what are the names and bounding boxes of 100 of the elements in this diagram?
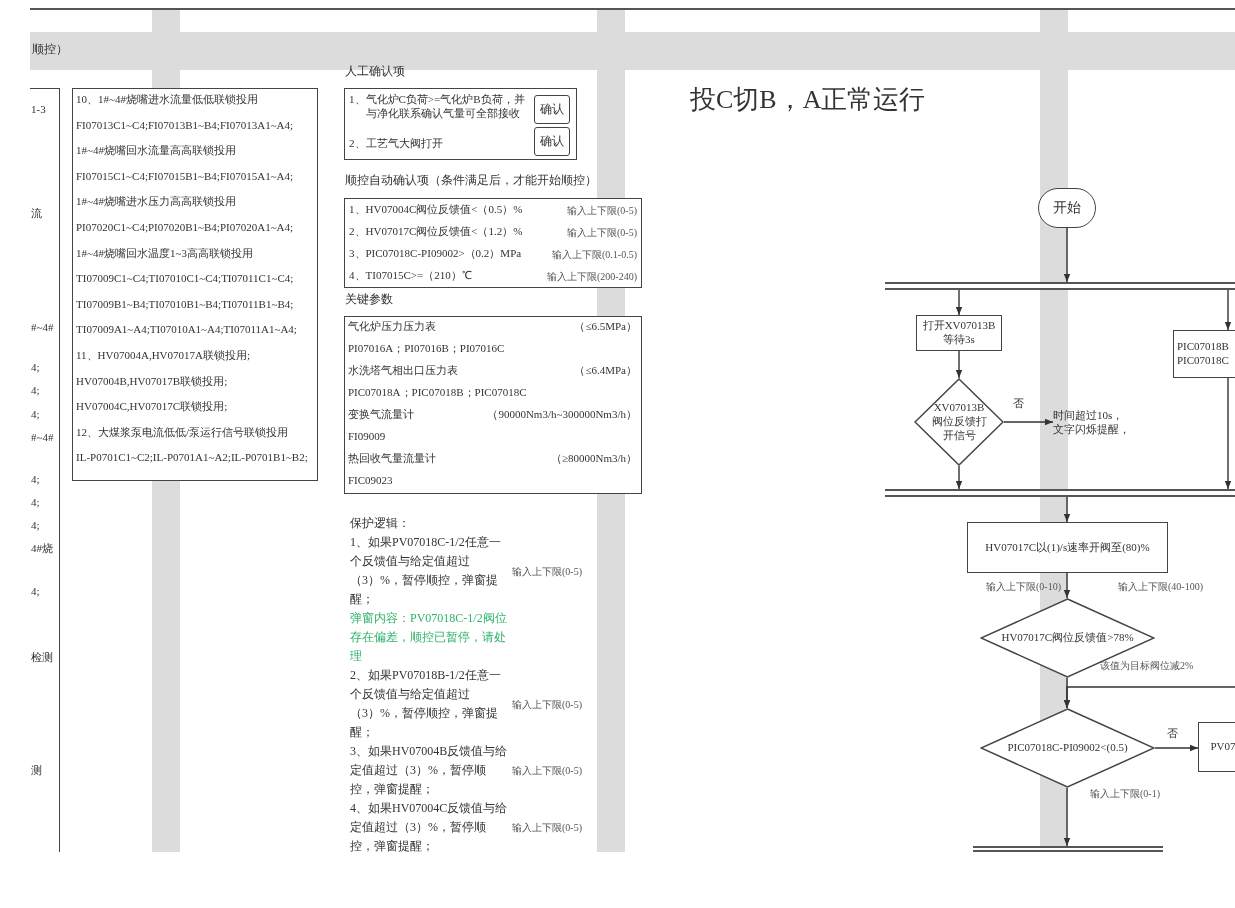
box-text: 流: [31, 207, 42, 221]
box-text: FIC09023: [348, 474, 393, 488]
sync-bar: [885, 489, 1235, 497]
box-text: PIC07018C: [1177, 354, 1229, 368]
box-text: 热回收气量流量计: [348, 452, 436, 466]
box-text: 1-3: [31, 103, 46, 117]
box-text: 10、1#~4#烧嘴进水流量低低联锁投用: [76, 93, 258, 107]
note-text: 时间超过10s，文字闪烁提醒，: [1053, 409, 1131, 437]
box-text: （≤6.5MPa）: [574, 320, 637, 334]
box-text: 4;: [31, 408, 40, 422]
logic-text: 弹窗内容：PV07018C-1/2阀位存在偏差，顺控已暂停，请处理: [350, 610, 508, 665]
start-terminal: [1038, 188, 1096, 228]
arrow: [1063, 686, 1235, 709]
section-heading: 人工确认项: [345, 64, 405, 79]
logic-text: 保护逻辑：: [350, 515, 411, 532]
box-text: FI07013C1~C4;FI07013B1~B4;FI07013A1~A4;: [76, 118, 294, 133]
box-text: 1#~4#烧嘴回水流量高高联锁投用: [76, 144, 236, 158]
box-text: 测: [31, 764, 42, 778]
range-note: 输入上下限(0-5): [512, 564, 582, 579]
logic-text: 3、如果HV07004B反馈值与给定值超过（3）%，暂停顺控，弹窗提醒；: [350, 743, 508, 798]
sync-bar: [885, 282, 1235, 290]
arrow: [1154, 744, 1199, 752]
box-text: FI07015C1~C4;FI07015B1~B4;FI07015A1~A4;: [76, 169, 294, 184]
box-text: #~4#: [31, 431, 54, 445]
box-text: 4;: [31, 384, 40, 398]
box-text: 变换气流量计: [348, 408, 414, 422]
box-text: XV07013B阀位反馈打开信号: [930, 401, 988, 443]
range-note: 输入上下限(0-1): [1090, 788, 1160, 801]
range-note: 输入上下限(0-5): [512, 764, 582, 778]
box-text: 2、HV07017C阀位反馈值<（1.2）%: [349, 225, 523, 239]
arrow: [1063, 227, 1071, 283]
box-text: 4#烧: [31, 542, 53, 556]
box-text: TI07009A1~A4;TI07010A1~A4;TI07011A1~A4;: [76, 323, 297, 338]
process-box: [1198, 722, 1235, 772]
range-note: 输入上下限(0-5): [567, 227, 637, 240]
box-text: （90000Nm3/h~300000Nm3/h）: [487, 408, 637, 422]
edge-label: 否: [1166, 726, 1179, 741]
range-note: 输入上下限(0-5): [512, 821, 582, 835]
page-title: 投C切B，A正常运行: [690, 84, 926, 116]
box-text: HV07017C阀位反馈值>78%: [1000, 631, 1135, 645]
box-text: 4、TI07015C>=（210）℃: [349, 269, 472, 283]
arrow: [955, 465, 963, 490]
header-text: 顺控）: [32, 41, 68, 58]
range-note: 输入上下限(200-240): [547, 271, 637, 284]
box-text: 12、大煤浆泵电流低低/泵运行信号联锁投用: [76, 425, 289, 440]
box-text: HV07017C以(1)/s速率开阀至(80)%: [985, 540, 1150, 555]
range-note: 输入上下限(0.1-0.5): [552, 249, 637, 262]
section-heading: 顺控自动确认项（条件满足后，才能开始顺控）: [345, 173, 597, 188]
box-text: （≤6.4MPa）: [574, 364, 637, 378]
range-note: 输入上下限(0-5): [512, 697, 582, 712]
logic-text: 4、如果HV07004C反馈值与给定值超过（3）%，暂停顺控，弹窗提醒；: [350, 800, 508, 852]
box-text: PIC07018A；PIC07018B；PIC07018C: [348, 386, 527, 400]
arrow: [1224, 377, 1232, 490]
arrow: [1063, 496, 1071, 523]
box-text: 4;: [31, 585, 40, 599]
button-label: 确认: [540, 102, 564, 117]
box-text: 4;: [31, 496, 40, 510]
arrow: [1224, 289, 1232, 331]
box-text: 1#~4#烧嘴回水温度1~3高高联锁投用: [76, 246, 253, 261]
box-text: PI07016A；PI07016B；PI07016C: [348, 342, 505, 356]
edge-label: 否: [1012, 396, 1025, 411]
box-text: IL-P0701C1~C2;IL-P0701A1~A2;IL-P0701B1~B2;: [76, 451, 308, 466]
box-text: 1、气化炉C负荷>=气化炉B负荷，并与净化联系确认气量可全部接收: [349, 93, 526, 121]
section-heading: 关键参数: [345, 292, 393, 307]
arrow: [955, 350, 963, 379]
box-text: 11、HV07004A,HV07017A联锁投用;: [76, 349, 251, 363]
range-note: 该值为目标阀位减2%: [1100, 660, 1194, 673]
box-text: 3、PIC07018C-PI09002>（0.2）MPa: [349, 247, 522, 261]
box-text: 气化炉压力压力表: [348, 320, 436, 334]
button-label: 确认: [540, 134, 564, 149]
box-text: 1、HV07004C阀位反馈值<（0.5）%: [349, 203, 523, 217]
box-text: TI07009C1~C4;TI07010C1~C4;TI07011C1~C4;: [76, 272, 294, 286]
interlock-box: [72, 88, 318, 481]
box-text: TI07009B1~B4;TI07010B1~B4;TI07011B1~B4;: [76, 297, 294, 312]
range-note: 输入上下限(0-5): [567, 205, 637, 218]
range-note: 输入上下限(40-100): [1118, 581, 1203, 594]
box-text: 4;: [31, 361, 40, 375]
process-box: [1173, 330, 1235, 378]
logic-text: 1、如果PV07018C-1/2任意一个反馈值与给定值超过（3）%，暂停顺控，弹窗提醒；: [350, 534, 502, 608]
box-text: 4;: [31, 473, 40, 487]
box-text: FI09009: [348, 430, 386, 444]
box-text: PIC07018B: [1177, 340, 1229, 354]
arrow: [955, 289, 963, 316]
box-text: 4;: [31, 519, 40, 533]
box-text: PV07: [1210, 740, 1235, 754]
range-note: 输入上下限(0-10): [986, 581, 1061, 594]
arrow: [1063, 572, 1071, 599]
box-text: HV07004B,HV07017B联锁投用;: [76, 374, 228, 389]
box-text: 开始: [1053, 199, 1081, 217]
box-text: 检测: [31, 651, 53, 665]
arrow: [1003, 418, 1054, 426]
box-text: #~4#: [31, 321, 54, 335]
box-text: PIC07018C-PI09002<(0.5): [1006, 741, 1129, 755]
box-text: （≥80000Nm3/h）: [550, 452, 637, 466]
sync-bar: [973, 846, 1163, 852]
box-text: 打开XV07013B 等待3s: [921, 319, 997, 347]
arrow: [1063, 787, 1071, 847]
box-text: 2、工艺气大阀打开: [349, 137, 443, 151]
box-text: HV07004C,HV07017C联锁投用;: [76, 400, 228, 414]
box-text: 1#~4#烧嘴进水压力高高联锁投用: [76, 195, 236, 210]
